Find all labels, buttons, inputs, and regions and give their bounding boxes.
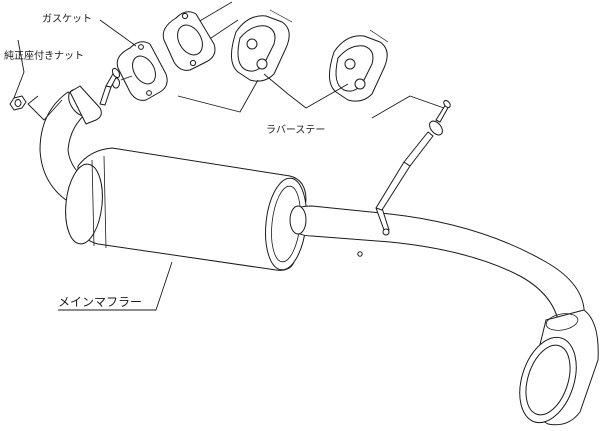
main-silencer xyxy=(65,147,307,271)
rubber-stay-1 xyxy=(231,9,293,82)
rubber-stay-2 xyxy=(329,29,389,102)
upstream-pipe xyxy=(197,1,239,41)
tail-pipe xyxy=(289,205,585,337)
label-rubber-stay: ラバーステー xyxy=(266,125,326,136)
flange xyxy=(162,11,216,71)
label-main-muffler: メインマフラー xyxy=(58,295,143,309)
rear-hanger-rod xyxy=(357,100,451,257)
label-gasket: ガスケット xyxy=(42,14,92,25)
leader-lines xyxy=(13,19,445,311)
front-hanger-rod xyxy=(99,67,121,106)
tail-tip xyxy=(519,309,599,426)
nut-icon xyxy=(9,95,27,111)
label-nut: 純正座付きナット xyxy=(4,51,84,62)
gasket xyxy=(116,41,168,101)
